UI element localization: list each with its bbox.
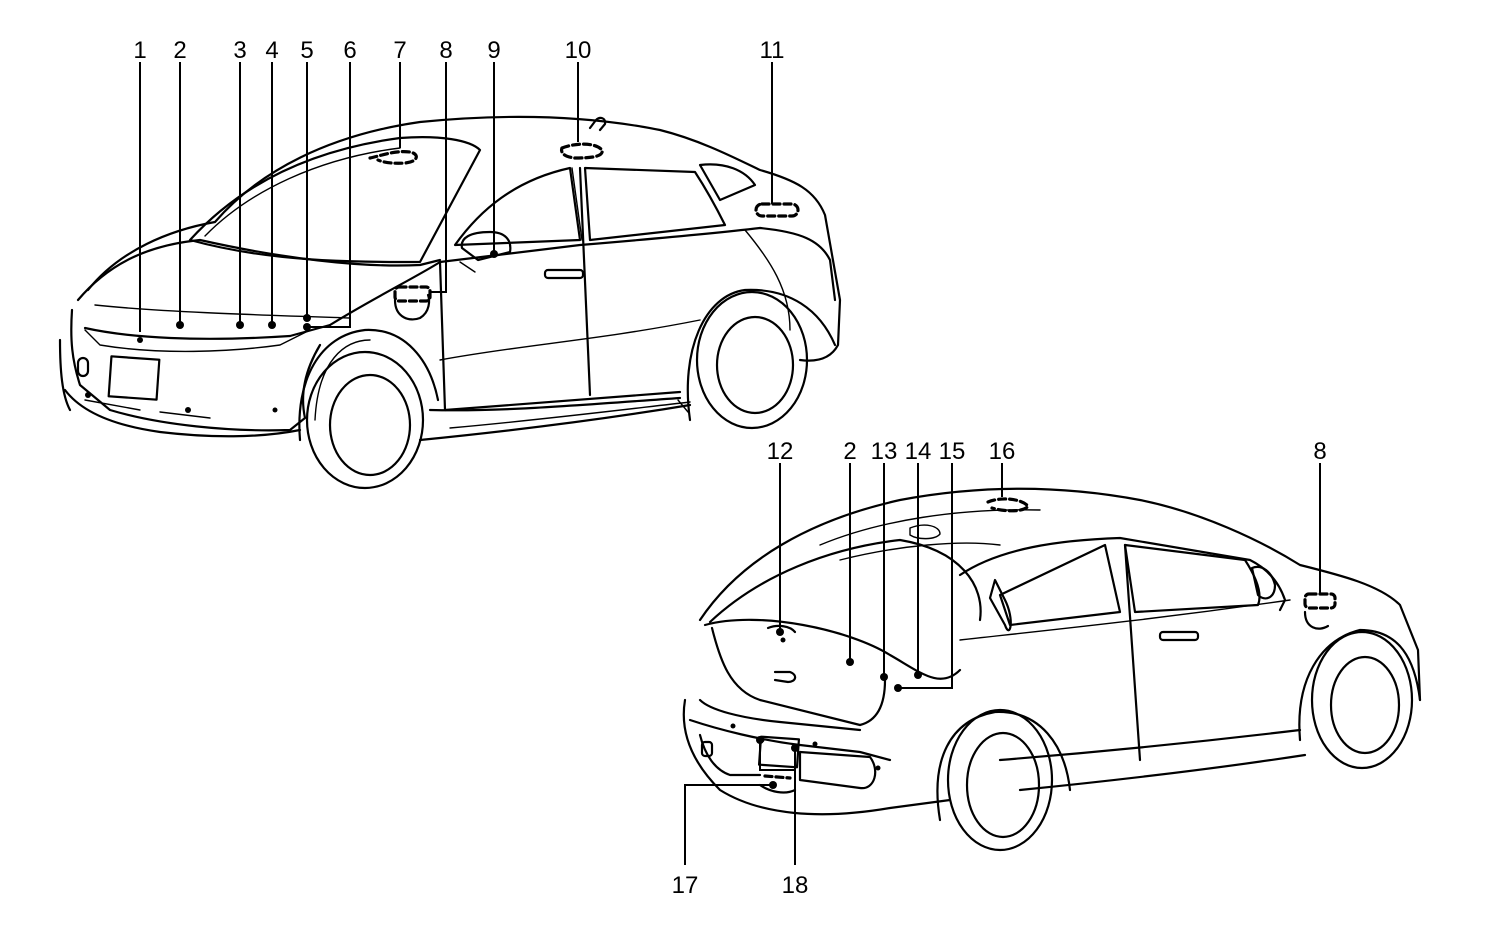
- callout-dot-18b: [756, 736, 764, 744]
- callout-dot-3: [236, 321, 244, 329]
- callout-label-17: 17: [672, 872, 699, 899]
- callout-label-8: 8: [439, 37, 452, 64]
- callout-label-16: 16: [989, 438, 1016, 465]
- callout-dot-4: [268, 321, 276, 329]
- callout-dot-6: [303, 323, 311, 331]
- callout-label-18: 18: [782, 872, 809, 899]
- callout-dot-15: [894, 684, 902, 692]
- callout-dot-13: [880, 673, 888, 681]
- callout-label-7: 7: [393, 37, 406, 64]
- callout-label-10: 10: [565, 37, 592, 64]
- front-view-labels: 1 2 3 4 5 6 7 8 9 10 11: [133, 37, 784, 64]
- sensor-marker-10: [559, 142, 604, 160]
- sensor-marker-8-rear: [1303, 592, 1337, 610]
- sensor-marker-7: [368, 150, 418, 165]
- callout-label-2-rear: 2: [843, 438, 856, 465]
- callout-label-2: 2: [173, 37, 186, 64]
- callout-label-3: 3: [233, 37, 246, 64]
- callout-dot-12: [776, 628, 784, 636]
- callout-dot-9: [490, 250, 498, 258]
- callout-dot-18: [791, 744, 799, 752]
- callout-dot-2-rear: [846, 658, 854, 666]
- callout-label-4: 4: [265, 37, 278, 64]
- callout-label-6: 6: [343, 37, 356, 64]
- rear-view-car: [682, 487, 1422, 852]
- front-view-leaders: [137, 62, 773, 343]
- front-view-car: [58, 115, 842, 490]
- rear-view-leaders: [684, 463, 1321, 865]
- sensor-marker-16: [986, 497, 1030, 513]
- callout-label-11: 11: [760, 37, 785, 64]
- callout-label-8-rear: 8: [1313, 438, 1326, 465]
- callout-dot-17: [769, 781, 777, 789]
- sensor-marker-17: [763, 774, 792, 780]
- callout-dot-5: [303, 314, 311, 322]
- callout-dot-1: [137, 337, 143, 343]
- callout-label-5: 5: [300, 37, 313, 64]
- front-view-hidden-sensors: [368, 142, 800, 303]
- callout-dot-14: [914, 671, 922, 679]
- callout-label-9: 9: [487, 37, 500, 64]
- rear-view-labels: 12 2 13 14 15 16 8 17 18: [672, 438, 1327, 899]
- sensor-marker-8-front: [393, 285, 432, 303]
- callout-label-1: 1: [133, 37, 146, 64]
- callout-dot-2: [176, 321, 184, 329]
- callout-label-13: 13: [871, 438, 898, 465]
- sensor-marker-11: [754, 202, 800, 218]
- callout-label-12: 12: [767, 438, 794, 465]
- callout-label-14: 14: [905, 438, 932, 465]
- callout-label-15: 15: [939, 438, 966, 465]
